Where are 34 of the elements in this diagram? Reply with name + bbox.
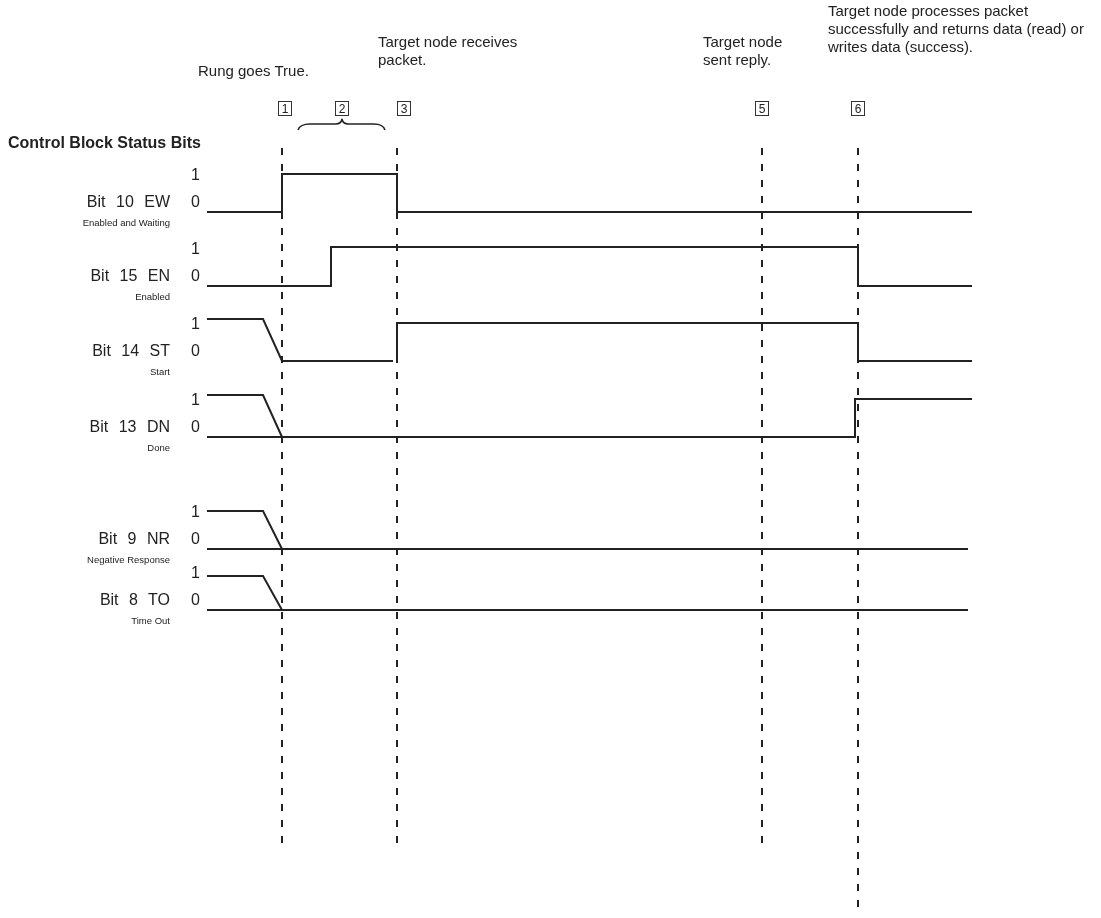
signal-description: Done — [146, 442, 170, 454]
callout-number: 2 — [335, 101, 349, 116]
level-label: 0 — [191, 192, 200, 212]
level-label: 1 — [191, 563, 200, 583]
signal-name: Bit 8 TO — [98, 590, 170, 610]
signal-description: Negative Response — [86, 554, 170, 566]
level-label: 1 — [191, 165, 200, 185]
signal-name: Bit 10 EW — [85, 192, 170, 212]
signal-name: Bit 13 DN — [88, 417, 170, 437]
level-label: 0 — [191, 529, 200, 549]
callout-number: 6 — [851, 101, 865, 116]
event-note: Target node processes packet successfully and returns data (read) or writes data (success). — [828, 2, 1085, 56]
signal-description: Start — [148, 366, 170, 378]
signal-description: Enabled and Waiting — [81, 217, 170, 229]
level-label: 1 — [191, 390, 200, 410]
signal-name: Bit 15 EN — [89, 266, 170, 286]
level-label: 1 — [191, 314, 200, 334]
signal-description: Enabled — [134, 291, 170, 303]
level-label: 0 — [191, 590, 200, 610]
level-label: 0 — [191, 266, 200, 286]
section-title: Control Block Status Bits — [8, 133, 201, 153]
level-label: 1 — [191, 502, 200, 522]
event-note: Target node sent reply. — [703, 33, 784, 69]
level-label: 1 — [191, 239, 200, 259]
event-note: Rung goes True. — [198, 62, 310, 80]
signal-name: Bit 9 NR — [97, 529, 170, 549]
event-note: Target node receives packet. — [378, 33, 519, 69]
callout-number: 1 — [278, 101, 292, 116]
level-label: 0 — [191, 417, 200, 437]
callout-number: 5 — [755, 101, 769, 116]
signal-name: Bit 14 ST — [91, 341, 170, 361]
signal-description: Time Out — [130, 615, 170, 627]
callout-number: 3 — [397, 101, 411, 116]
level-label: 0 — [191, 341, 200, 361]
